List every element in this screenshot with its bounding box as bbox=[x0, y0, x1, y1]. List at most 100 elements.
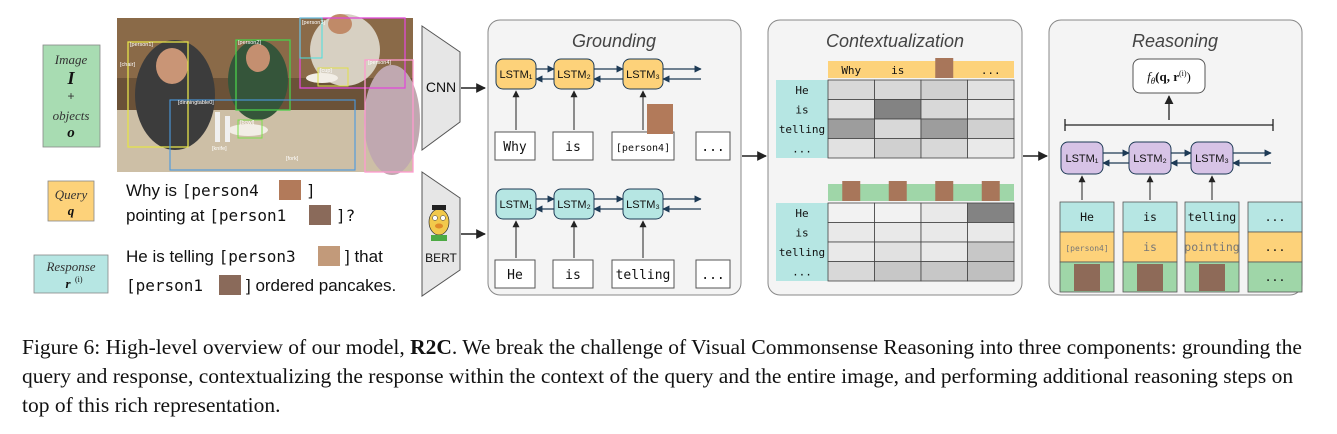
token-box bbox=[552, 259, 594, 289]
row-label-strip bbox=[776, 80, 828, 158]
attention-cell bbox=[874, 241, 922, 262]
row-label-strip bbox=[776, 203, 828, 281]
photo-tag: [person1] bbox=[130, 42, 153, 48]
row-label: is bbox=[795, 104, 808, 117]
response-symbol: r bbox=[65, 276, 71, 291]
attention-cell bbox=[874, 118, 922, 139]
header-strip bbox=[828, 61, 1014, 78]
caption-body: . We break the challenge of Visual Commo… bbox=[22, 335, 1302, 417]
header-strip bbox=[828, 184, 1014, 201]
attention-cell bbox=[874, 99, 922, 120]
person1-thumbnail bbox=[309, 205, 331, 225]
photo-tag: [knife] bbox=[212, 146, 227, 152]
response-text-part: ] that bbox=[345, 247, 383, 266]
lstm-cell bbox=[622, 188, 664, 220]
image-attended-cell bbox=[1247, 261, 1303, 293]
attention-cell bbox=[967, 241, 1015, 262]
photo-tag: [bowl] bbox=[240, 120, 255, 126]
bert-encoder: BERT bbox=[421, 171, 461, 297]
attention-cell bbox=[874, 222, 922, 243]
svg-text:pointing at [person1: pointing at [person1 bbox=[126, 206, 286, 225]
bert-icon bbox=[428, 205, 450, 241]
attention-cell bbox=[827, 261, 875, 282]
objects-symbol: o bbox=[67, 125, 75, 141]
response-person-tag: [person1 bbox=[126, 276, 203, 295]
attention-cell bbox=[874, 261, 922, 282]
response-token: ... bbox=[1265, 210, 1286, 224]
image-objects-legend: Image I + objects o bbox=[42, 44, 101, 148]
model-overview-diagram: Image I + objects o Query q Response r (… bbox=[33, 14, 1303, 297]
attention-cell bbox=[827, 79, 875, 100]
query-attended-cell bbox=[1184, 231, 1240, 263]
photo-tag: [cup] bbox=[320, 68, 332, 74]
lstm-label: LSTM₁ bbox=[1065, 153, 1098, 165]
query-attended-cell bbox=[1247, 231, 1303, 263]
figure-caption: Figure 6: High-level overview of our mod… bbox=[22, 333, 1322, 420]
scoring-function-box bbox=[1132, 58, 1206, 94]
query-bracket: ]? bbox=[336, 206, 355, 225]
lstm-cell bbox=[622, 58, 664, 90]
attention-cell bbox=[967, 118, 1015, 139]
response-person-tag: [person3 bbox=[219, 247, 296, 266]
token-box bbox=[695, 259, 731, 289]
lstm-label: LSTM₃ bbox=[1195, 153, 1229, 165]
contextualization-title: Contextualization bbox=[826, 31, 964, 51]
contextualization-panel: Contextualization Why is... Heistelling...… bbox=[767, 19, 1023, 296]
lstm-cell bbox=[553, 58, 595, 90]
photo-tag: [fork] bbox=[286, 156, 299, 162]
query-attended-token: ... bbox=[1265, 240, 1286, 254]
query-attended-token: [person4] bbox=[1065, 244, 1108, 253]
attention-cell bbox=[967, 99, 1015, 120]
scoring-function: fθ(q, r(i)) bbox=[1147, 69, 1191, 86]
query-label: Query bbox=[55, 187, 88, 202]
photo-tag: [dinningtable0] bbox=[178, 100, 214, 106]
photo-tag: [person4] bbox=[368, 60, 391, 66]
row-label: He bbox=[795, 207, 808, 220]
query-person-tag: [person4 bbox=[182, 181, 259, 200]
attention-grid-image: Heistelling... bbox=[776, 181, 1015, 282]
plus-sign: + bbox=[67, 89, 74, 103]
token-box bbox=[695, 131, 731, 161]
attention-cell bbox=[920, 202, 968, 223]
lstm-cell bbox=[1190, 141, 1234, 175]
query-legend: Query q bbox=[47, 180, 95, 222]
person-thumbnail bbox=[888, 181, 907, 201]
cnn-label: CNN bbox=[426, 79, 456, 95]
lstm-cell bbox=[495, 188, 537, 220]
token-box bbox=[552, 131, 594, 161]
response-legend: Response r (i) bbox=[33, 254, 109, 294]
attention-cell bbox=[920, 261, 968, 282]
attention-cell bbox=[827, 118, 875, 139]
attention-cell bbox=[967, 222, 1015, 243]
response-text: He is telling [person3 ] that [person1 ]… bbox=[126, 246, 396, 295]
token-box bbox=[494, 259, 536, 289]
photo-tag: [person3] bbox=[302, 20, 325, 26]
response-token-cell bbox=[1059, 201, 1115, 233]
header-token: Why bbox=[841, 64, 861, 77]
svg-text:Why is [person4: Why is [person4 bbox=[126, 181, 259, 200]
attention-cell bbox=[920, 241, 968, 262]
caption-prefix: Figure 6: High-level overview of our mod… bbox=[22, 335, 411, 359]
token-box bbox=[611, 131, 675, 161]
ellipsis-token: ... bbox=[1265, 270, 1286, 284]
response-superscript: (i) bbox=[75, 275, 83, 284]
lstm-cell bbox=[1128, 141, 1172, 175]
response-label: Response bbox=[45, 259, 95, 274]
attention-cell bbox=[920, 118, 968, 139]
attention-cell bbox=[874, 138, 922, 159]
svg-text:He is telling [person3: He is telling [person3 bbox=[126, 247, 296, 266]
photo-tag: [person2] bbox=[238, 40, 261, 46]
person4-thumbnail bbox=[647, 104, 673, 134]
response-text-part: ] ordered pancakes. bbox=[246, 276, 396, 295]
token-text: is bbox=[565, 268, 581, 283]
header-token: ... bbox=[981, 64, 1001, 77]
token-text: telling bbox=[616, 268, 671, 283]
person-thumbnail bbox=[1074, 264, 1100, 291]
lstm-label: LSTM₁ bbox=[499, 69, 532, 81]
person-thumbnail bbox=[935, 181, 954, 201]
row-label: telling bbox=[779, 246, 825, 259]
